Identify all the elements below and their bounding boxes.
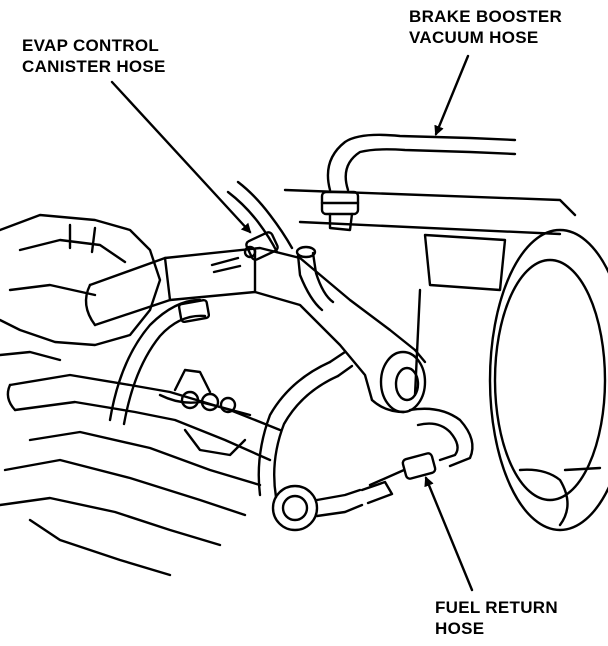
fuel-leader-arrow <box>424 476 474 592</box>
evap-leader-arrow <box>110 80 252 234</box>
brake-label-line1: BRAKE BOOSTER <box>409 7 563 26</box>
fuel-label-line1: FUEL RETURN <box>435 598 558 617</box>
fuel-rail-assembly <box>0 368 282 577</box>
evap-canister-hose-label: EVAP CONTROL CANISTER HOSE <box>22 35 166 77</box>
upper-curved-hose <box>108 298 211 426</box>
brake-booster-vacuum-hose <box>283 133 577 236</box>
brake-booster <box>413 228 608 532</box>
intake-manifold <box>84 246 427 414</box>
evap-hose-connector <box>210 180 294 274</box>
evap-label-line2: CANISTER HOSE <box>22 57 166 76</box>
purge-hose <box>257 350 394 532</box>
fuel-return-hose-label: FUEL RETURN HOSE <box>435 597 558 639</box>
brake-label-line2: VACUUM HOSE <box>409 28 539 47</box>
fuel-return-hose <box>368 407 474 487</box>
vacuum-pipe <box>295 245 335 312</box>
brake-leader-arrow <box>434 54 470 136</box>
brake-booster-vacuum-hose-label: BRAKE BOOSTER VACUUM HOSE <box>409 6 562 48</box>
evap-label-line1: EVAP CONTROL <box>22 36 160 55</box>
fuel-label-line2: HOSE <box>435 619 485 638</box>
engine-block-left <box>0 213 162 362</box>
